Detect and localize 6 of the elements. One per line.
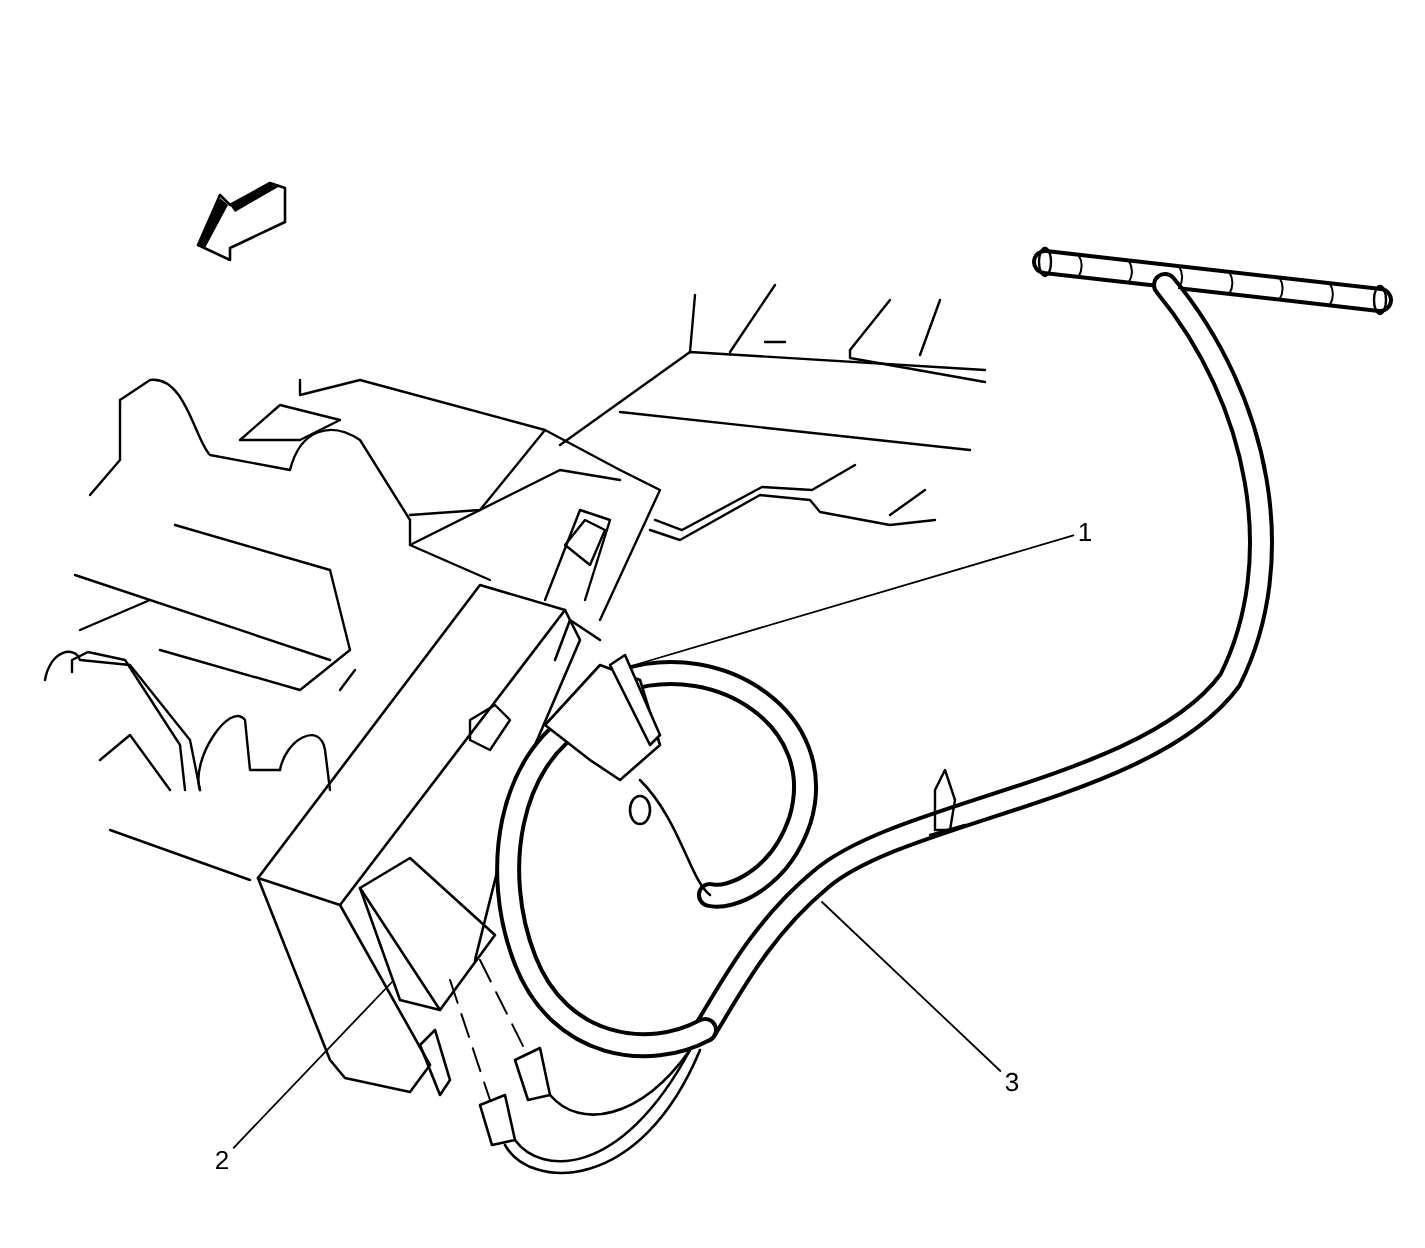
leader-line bbox=[821, 901, 1002, 1072]
callout-number: 3 bbox=[1005, 1072, 1019, 1092]
callout-number: 2 bbox=[216, 1150, 228, 1170]
callout-number: 1 bbox=[1079, 523, 1091, 541]
leader-line bbox=[637, 534, 1075, 665]
leader-line bbox=[232, 981, 393, 1149]
